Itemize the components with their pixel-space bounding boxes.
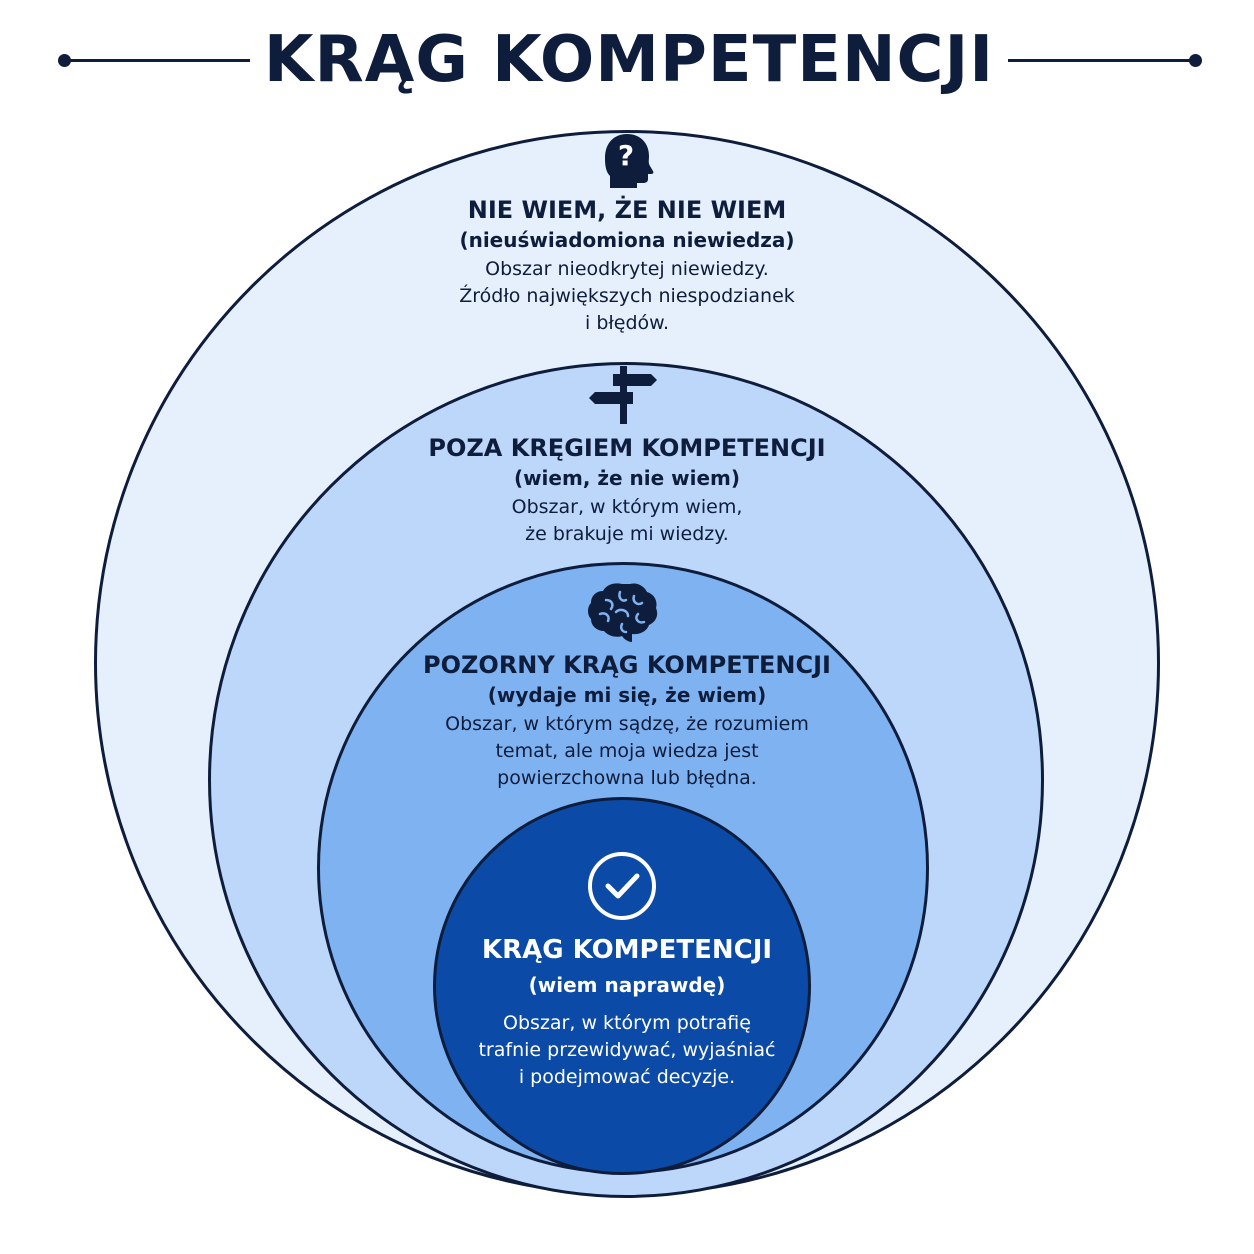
ring-4-subheading: (wiem naprawdę) bbox=[528, 973, 726, 997]
ring-4-description-line: Obszar, w którym potrafię bbox=[503, 1012, 751, 1034]
title-ornament-dot-right bbox=[1189, 54, 1202, 67]
page-title: KRĄG KOMPETENCJI bbox=[263, 23, 995, 97]
ring-1-description-line: Źródło największych niespodzianek bbox=[459, 285, 795, 307]
svg-text:?: ? bbox=[618, 139, 634, 172]
ring-4-description: Obszar, w którym potrafię trafnie przewi… bbox=[437, 1010, 817, 1091]
ring-3-description-line: Obszar, w którym sądzę, że rozumiem bbox=[445, 713, 809, 735]
ring-2-subheading: (wiem, że nie wiem) bbox=[513, 466, 741, 490]
ring-4-text: KRĄG KOMPETENCJI (wiem naprawdę) Obszar,… bbox=[437, 934, 817, 1091]
ring-3-heading: POZORNY KRĄG KOMPETENCJI bbox=[423, 651, 831, 679]
ring-1-description-line: i błędów. bbox=[585, 312, 669, 334]
signpost-icon bbox=[589, 366, 657, 424]
brain-icon bbox=[588, 583, 658, 642]
ring-2-description: Obszar, w którym wiem, że brakuje mi wie… bbox=[377, 494, 877, 548]
ring-circle-of-competence bbox=[433, 797, 811, 1175]
ring-1-text: NIE WIEM, ŻE NIE WIEM (nieuświadomiona n… bbox=[377, 195, 877, 337]
ring-4-description-line: i podejmować decyzje. bbox=[518, 1066, 736, 1088]
title-ornament-line-left bbox=[64, 59, 250, 62]
ring-2-heading: POZA KRĘGIEM KOMPETENCJI bbox=[428, 434, 826, 462]
ring-3-description: Obszar, w którym sądzę, że rozumiem tema… bbox=[372, 711, 882, 792]
ring-4-description-line: trafnie przewidywać, wyjaśniać bbox=[478, 1039, 776, 1061]
ring-3-subheading: (wydaje mi się, że wiem) bbox=[487, 683, 767, 707]
title-ornament-line-right bbox=[1008, 59, 1194, 62]
ring-4-heading: KRĄG KOMPETENCJI bbox=[481, 935, 773, 965]
ring-2-text: POZA KRĘGIEM KOMPETENCJI (wiem, że nie w… bbox=[377, 433, 877, 548]
ring-1-subheading: (nieuświadomiona niewiedza) bbox=[459, 228, 795, 252]
ring-3-description-line: powierzchowna lub błędna. bbox=[497, 767, 757, 789]
title-row: KRĄG KOMPETENCJI bbox=[0, 0, 1254, 120]
ring-2-description-line: Obszar, w którym wiem, bbox=[511, 496, 743, 518]
ring-3-description-line: temat, ale moja wiedza jest bbox=[495, 740, 759, 762]
ring-1-heading: NIE WIEM, ŻE NIE WIEM bbox=[467, 196, 787, 224]
ring-3-text: POZORNY KRĄG KOMPETENCJI (wydaje mi się,… bbox=[372, 650, 882, 792]
ring-2-description-line: że brakuje mi wiedzy. bbox=[525, 523, 729, 545]
head-question-icon: ? bbox=[605, 134, 654, 188]
ring-1-description-line: Obszar nieodkrytej niewiedzy. bbox=[485, 258, 769, 280]
check-circle-icon bbox=[588, 852, 656, 920]
ring-1-description: Obszar nieodkrytej niewiedzy. Źródło naj… bbox=[377, 256, 877, 337]
